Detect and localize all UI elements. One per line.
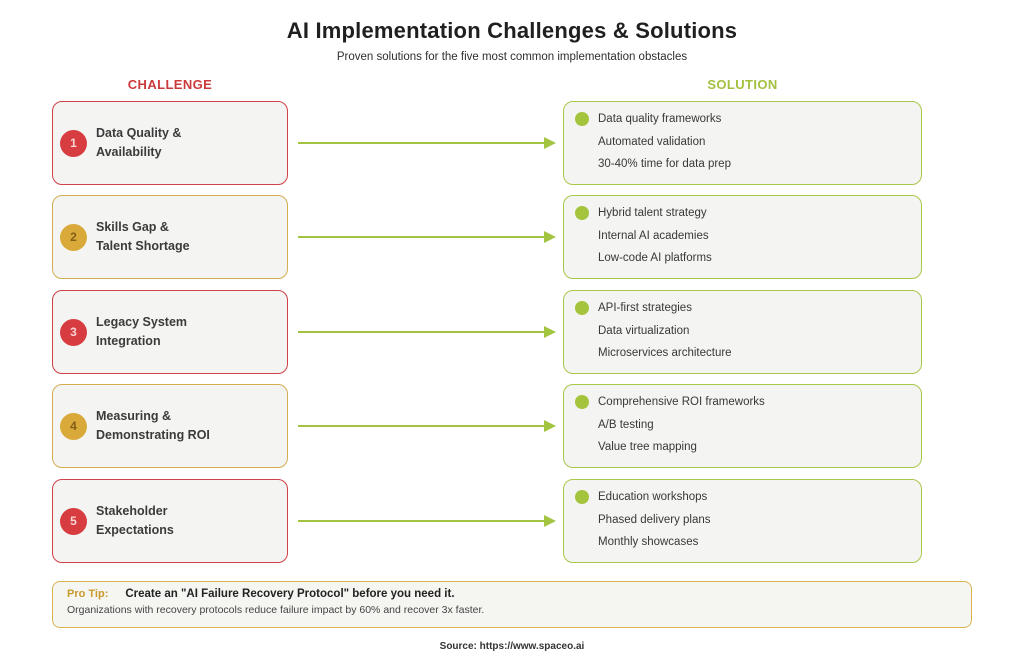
solution-list: Hybrid talent strategy Internal AI acade… <box>598 202 712 270</box>
challenge-box-4: 4 Measuring & Demonstrating ROI <box>52 384 288 468</box>
pro-tip-detail: Organizations with recovery protocols re… <box>67 604 485 616</box>
challenge-title-line: Measuring & <box>96 409 172 423</box>
challenge-box-2: 2 Skills Gap & Talent Shortage <box>52 195 288 279</box>
challenge-box-1: 1 Data Quality & Availability <box>52 101 288 185</box>
right-arrow-icon <box>298 326 556 338</box>
arrow-head <box>544 420 556 432</box>
challenge-title-line: Expectations <box>96 523 174 537</box>
solution-box-2: Hybrid talent strategy Internal AI acade… <box>563 195 922 279</box>
challenge-number-badge: 3 <box>60 318 87 346</box>
solution-list: Education workshops Phased delivery plan… <box>598 486 711 554</box>
challenge-title-line: Skills Gap & <box>96 220 169 234</box>
challenge-box-5: 5 Stakeholder Expectations <box>52 479 288 563</box>
pro-tip-callout: Pro Tip: Create an "AI Failure Recovery … <box>52 581 972 628</box>
arrow-line <box>298 425 546 428</box>
solution-item: 30-40% time for data prep <box>598 158 731 170</box>
challenge-number-badge: 2 <box>60 223 87 251</box>
solution-item: Internal AI academies <box>598 229 709 242</box>
solution-item: Data virtualization <box>598 324 690 337</box>
solution-box-3: API-first strategies Data virtualization… <box>563 290 922 374</box>
page-title: AI Implementation Challenges & Solutions <box>286 18 738 43</box>
solution-column-header: SOLUTION <box>707 77 778 92</box>
solution-item: A/B testing <box>598 418 654 431</box>
challenge-title: Legacy System Integration <box>96 313 187 351</box>
solution-item: Low-code AI platforms <box>598 252 712 264</box>
green-dot-icon <box>575 301 589 315</box>
solution-box-5: Education workshops Phased delivery plan… <box>563 479 922 563</box>
challenge-title-line: Integration <box>96 334 161 348</box>
source-attribution: Source: https://www.spaceo.ai <box>439 641 585 652</box>
solution-list: API-first strategies Data virtualization… <box>598 297 732 365</box>
green-dot-icon <box>575 490 589 504</box>
solution-box-4: Comprehensive ROI frameworks A/B testing… <box>563 384 922 468</box>
arrow-line <box>298 520 546 523</box>
challenge-title: Skills Gap & Talent Shortage <box>96 218 190 256</box>
pro-tip-headline: Create an "AI Failure Recovery Protocol"… <box>125 588 455 600</box>
solution-item: Education workshops <box>598 491 708 503</box>
challenge-number-badge: 5 <box>60 507 87 535</box>
arrow-head <box>544 137 556 149</box>
right-arrow-icon <box>298 137 556 149</box>
challenge-solution-row: 3 Legacy System Integration API-first st… <box>0 290 1024 374</box>
challenge-box-3: 3 Legacy System Integration <box>52 290 288 374</box>
challenge-title: Measuring & Demonstrating ROI <box>96 407 210 445</box>
solution-list: Comprehensive ROI frameworks A/B testing… <box>598 391 765 459</box>
challenge-title-line: Talent Shortage <box>96 239 190 253</box>
solution-item: Phased delivery plans <box>598 513 711 526</box>
green-dot-icon <box>575 206 589 220</box>
arrow-line <box>298 331 546 334</box>
solution-item: Comprehensive ROI frameworks <box>598 396 765 408</box>
challenge-solution-row: 1 Data Quality & Availability Data quali… <box>0 101 1024 185</box>
challenge-title-line: Legacy System <box>96 315 188 329</box>
solution-item: Data quality frameworks <box>598 113 722 125</box>
arrow-line <box>298 142 546 145</box>
right-arrow-icon <box>298 231 556 243</box>
green-dot-icon <box>575 112 589 126</box>
right-arrow-icon <box>298 515 556 527</box>
challenge-title-line: Availability <box>96 145 162 159</box>
solution-item: Microservices architecture <box>598 347 732 359</box>
challenge-title: Stakeholder Expectations <box>96 502 174 540</box>
arrow-line <box>298 236 546 239</box>
challenge-number-badge: 1 <box>60 129 87 157</box>
solution-item: Hybrid talent strategy <box>598 207 707 219</box>
arrow-head <box>544 515 556 527</box>
challenge-title-line: Demonstrating ROI <box>96 428 210 442</box>
arrow-head <box>544 326 556 338</box>
pro-tip-headline-row: Pro Tip: Create an "AI Failure Recovery … <box>67 588 957 600</box>
page-subtitle: Proven solutions for the five most commo… <box>336 51 688 63</box>
solution-item: Automated validation <box>598 135 706 148</box>
pro-tip-label: Pro Tip: <box>67 588 109 600</box>
challenge-number-badge: 4 <box>60 412 87 440</box>
solution-item: API-first strategies <box>598 302 692 314</box>
challenge-title: Data Quality & Availability <box>96 124 181 162</box>
solution-item: Monthly showcases <box>598 536 699 548</box>
solution-item: Value tree mapping <box>598 441 697 453</box>
arrow-head <box>544 231 556 243</box>
challenge-solution-row: 5 Stakeholder Expectations Education wor… <box>0 479 1024 563</box>
right-arrow-icon <box>298 420 556 432</box>
challenge-title-line: Data Quality & <box>96 126 182 140</box>
solution-box-1: Data quality frameworks Automated valida… <box>563 101 922 185</box>
challenge-solution-row: 2 Skills Gap & Talent Shortage Hybrid ta… <box>0 195 1024 279</box>
challenge-title-line: Stakeholder <box>96 504 168 518</box>
green-dot-icon <box>575 395 589 409</box>
solution-list: Data quality frameworks Automated valida… <box>598 108 731 176</box>
challenge-solution-row: 4 Measuring & Demonstrating ROI Comprehe… <box>0 384 1024 468</box>
challenge-column-header: CHALLENGE <box>127 77 213 92</box>
